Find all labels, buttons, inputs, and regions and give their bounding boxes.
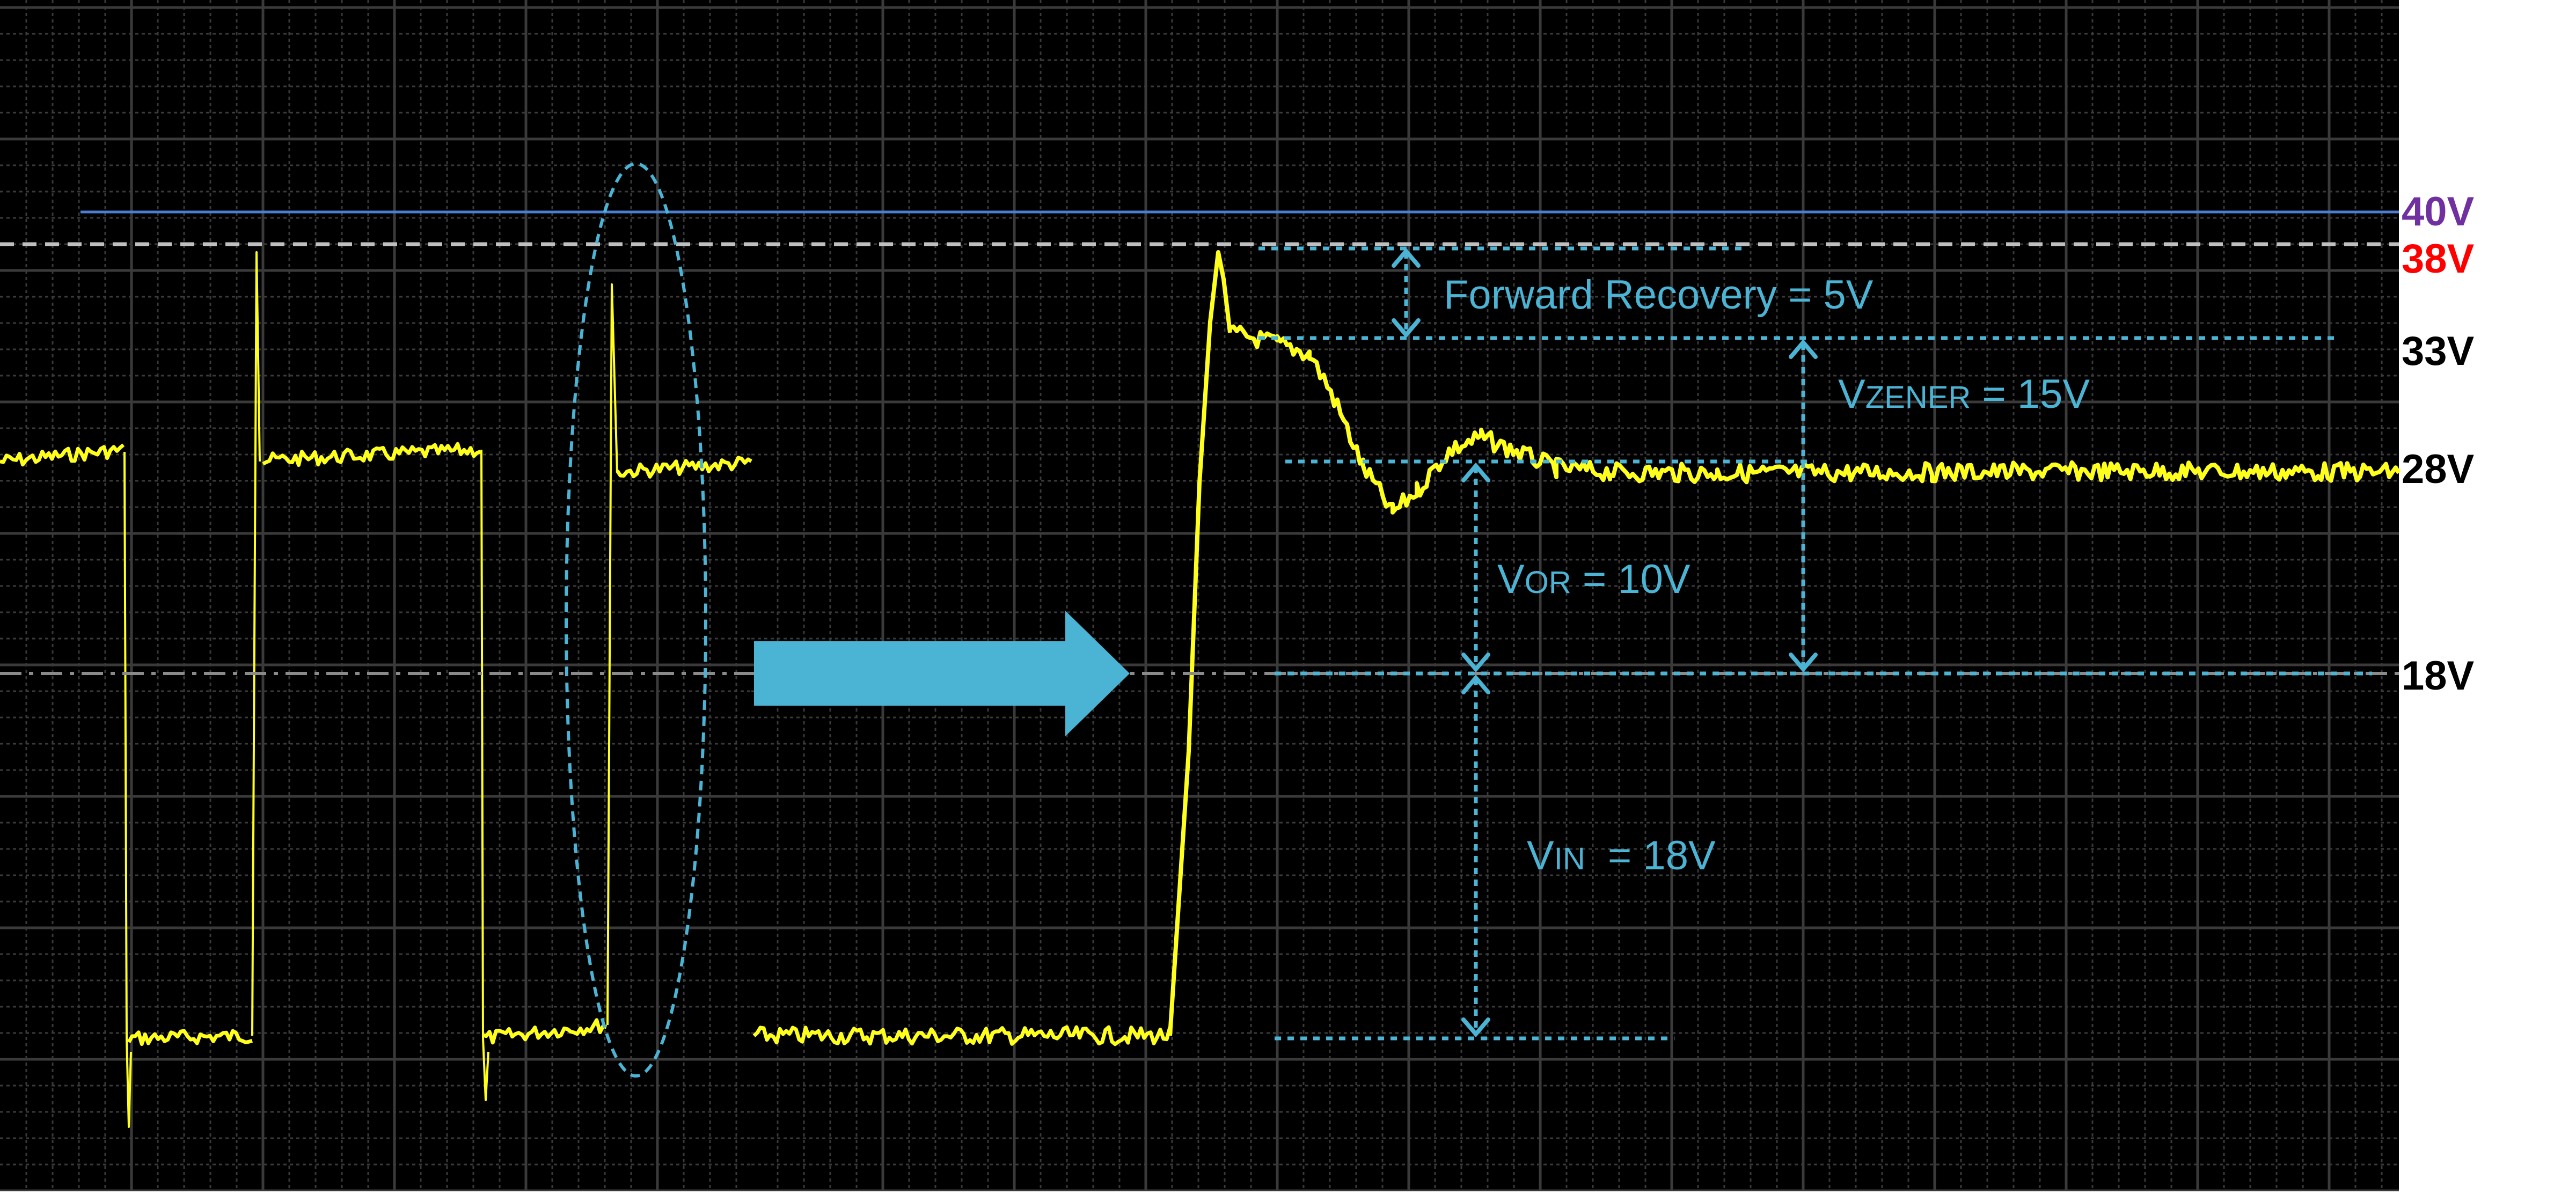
dimension-arrows — [1404, 252, 1805, 1033]
vor-prefix: V — [1497, 556, 1525, 602]
trace-high-segment-1 — [0, 443, 125, 467]
arrowhead-vor-up — [1461, 462, 1490, 482]
arrowhead-vin-up — [1461, 674, 1490, 694]
trace-zoom-low — [752, 1025, 1172, 1046]
forward-recovery-label: Forward Recovery = 5V — [1444, 272, 1874, 318]
trace-edge-6 — [606, 283, 618, 1025]
voltage-label-40v: 40V — [2402, 189, 2475, 235]
trace-edge-2 — [126, 1038, 132, 1128]
vin-subscript: IN — [1554, 841, 1585, 876]
vin-prefix: V — [1527, 833, 1554, 878]
vzener-prefix: V — [1838, 371, 1865, 417]
vor-label: VOR = 10V — [1497, 556, 1690, 602]
vor-subscript: OR — [1525, 565, 1571, 600]
trace-low-segment-2 — [482, 1018, 608, 1045]
arrowhead-vzener-down — [1789, 653, 1818, 673]
zoom-highlight-ellipse — [565, 162, 707, 1078]
arrowhead-vzener-up — [1789, 339, 1818, 359]
zoom-arrow — [754, 611, 1130, 736]
arrowhead-vin-down — [1461, 1017, 1490, 1038]
voltage-label-38v: 38V — [2402, 236, 2475, 282]
trace-edge-3 — [251, 251, 261, 1036]
arrowhead-vor-down — [1461, 653, 1490, 673]
annotation-guides — [1258, 246, 2372, 1041]
vzener-value: = 15V — [1971, 371, 2090, 417]
trace-low-segment-1 — [127, 1029, 253, 1046]
voltage-label-33v: 33V — [2402, 328, 2475, 374]
voltage-label-18v: 18V — [2402, 653, 2475, 699]
arrowhead-forward-down — [1392, 318, 1421, 339]
vzener-label: VZENER = 15V — [1838, 371, 2090, 417]
trace-high-segment-2 — [262, 442, 481, 467]
trace-edge-4 — [480, 449, 484, 1039]
arrow-heads — [1392, 247, 1818, 1038]
trace-edge-5 — [482, 1038, 489, 1101]
scope-screen — [0, 0, 2399, 1191]
vin-value: = 18V — [1585, 833, 1716, 878]
trace-zoom-rise — [1168, 250, 1232, 1036]
vin-label: VIN = 18V — [1527, 833, 1716, 878]
vor-value: = 10V — [1571, 556, 1690, 602]
vzener-subscript: ZENER — [1865, 380, 1971, 415]
trace-edge-1 — [123, 451, 128, 1039]
arrowhead-forward-up — [1392, 247, 1421, 268]
waveform-traces — [0, 250, 2401, 1128]
trace-high-segment-3 — [616, 456, 752, 479]
voltage-label-28v: 28V — [2402, 446, 2475, 492]
grid-left-panel — [0, 0, 751, 1192]
